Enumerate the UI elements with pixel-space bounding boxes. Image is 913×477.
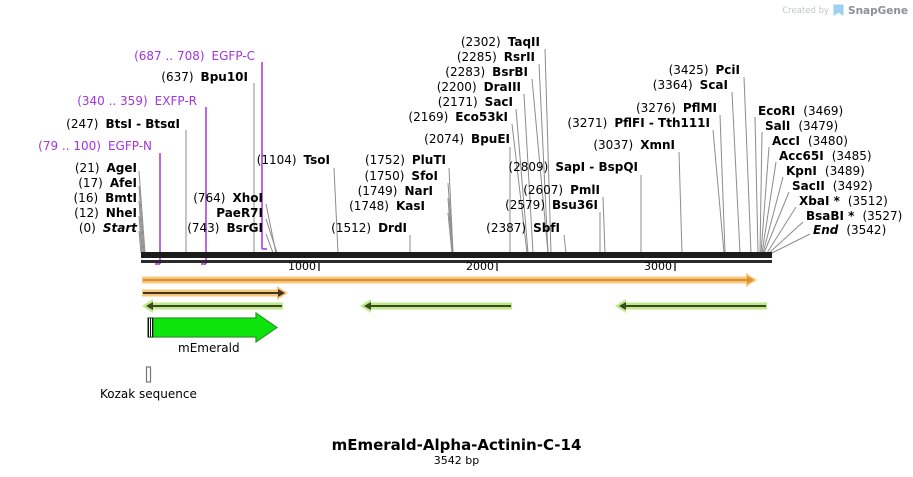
site-label-ecori[interactable]: EcoRI(3469) [758,104,844,118]
orange-arrow-full[interactable] [142,273,757,287]
site-label-bsrbi[interactable]: (2283)BsrBI [445,65,528,79]
site-label-xhoi[interactable]: (764)XhoI [193,191,263,205]
site-label-kasi[interactable]: (1748)KasI [349,199,425,213]
orange-arrow-orf[interactable] [142,286,288,300]
site-label-nari[interactable]: (1749)NarI [357,184,433,198]
site-label-scai[interactable]: (3364)ScaI [652,78,728,92]
site-label-bsrgi[interactable]: (743)BsrGI [187,221,263,235]
site-label-btsi[interactable]: (247)BtsI - BtsαI [66,117,180,131]
site-label-rsrii[interactable]: (2285)RsrII [456,50,535,64]
site-label-sbfi[interactable]: (2387)SbfI [486,221,560,235]
site-label-acci[interactable]: AccI(3480) [772,134,848,148]
ruler-ticks [318,263,676,271]
kozak-label[interactable]: Kozak sequence [100,387,197,401]
snapgene-logo-icon [833,4,844,16]
ruler-label-1000: 1000 [288,260,316,273]
primer-line-egfp-n [155,153,161,265]
site-label-sapi[interactable]: (2809)SapI - BspQI [508,160,638,174]
site-label-xbai[interactable]: XbaI *(3512) [799,194,888,208]
site-label-nhei[interactable]: (12)NheI [74,206,137,220]
site-label-pflmi[interactable]: (3276)PflMI [635,101,717,115]
map-length: 3542 bp [433,454,480,467]
map-title-block: mEmerald-Alpha-Actinin-C-14 3542 bp [0,437,913,467]
site-label-xmni[interactable]: (3037)XmnI [593,138,675,152]
site-label-sacii[interactable]: SacII(3492) [792,179,873,193]
watermark-brand: SnapGene [848,4,908,17]
ruler-label-2000: 2000 [466,260,494,273]
map-title: mEmerald-Alpha-Actinin-C-14 [331,436,582,454]
site-label-draiii[interactable]: (2200)DraIII [436,80,521,94]
green-arrow-left-3[interactable] [615,299,767,313]
primer-label-exfp-r[interactable]: (340 .. 359)EXFP-R [77,94,197,108]
site-label-saci[interactable]: (2171)SacI [437,95,513,109]
site-label-bsu36i[interactable]: (2579)Bsu36I [505,198,598,212]
site-label-bpuei[interactable]: (2074)BpuEI [424,132,510,146]
site-label-pluti[interactable]: (1752)PluTI [364,153,446,167]
primer-line-exfp-r [201,107,207,265]
site-label-paer7i[interactable]: PaeR7I [216,206,263,220]
site-label-kpni[interactable]: KpnI(3489) [786,164,865,178]
ruler-label-3000: 3000 [644,260,672,273]
site-label-eco53ki[interactable]: (2169)Eco53kI [408,110,508,124]
site-label-sfoi[interactable]: (1750)SfoI [364,169,438,183]
primer-lines[interactable] [155,62,267,265]
kozak-glyph[interactable] [145,366,152,383]
site-label-tsoi[interactable]: (1104)TsoI [256,153,330,167]
site-label-bpu10i[interactable]: (637)Bpu10I [161,70,248,84]
callout-lines [138,48,811,254]
sequence-bar[interactable] [141,252,772,263]
site-label-agei[interactable]: (21)AgeI [74,161,137,175]
site-label-bsabi[interactable]: BsaBI *(3527) [806,209,903,223]
site-label-sali[interactable]: SalI(3479) [765,119,839,133]
green-arrow-left-2[interactable] [360,299,512,313]
site-label-drdi[interactable]: (1512)DrdI [331,221,407,235]
site-label-bmti[interactable]: (16)BmtI [73,191,138,205]
primer-label-egfp-n[interactable]: (79 .. 100)EGFP-N [38,139,152,153]
green-arrow-left-1[interactable] [142,299,283,313]
cds-label-memerald[interactable]: mEmerald [178,341,240,355]
site-label-pcii[interactable]: (3425)PciI [668,63,740,77]
site-label-afei[interactable]: (17)AfeI [78,176,137,190]
site-label-pflfi[interactable]: (3271)PflFI - Tth111I [567,116,710,130]
site-label-acc65i[interactable]: Acc65I(3485) [779,149,872,163]
cds-arrow-memerald[interactable] [147,311,279,344]
watermark-created-by: Created by [782,5,830,16]
site-label-pmli[interactable]: (2607)PmlI [523,183,600,197]
site-label-end[interactable]: End(3542) [813,223,887,237]
primer-line-egfp-c [261,62,267,250]
primer-label-egfp-c[interactable]: (687 .. 708)EGFP-C [134,49,255,63]
watermark: Created by SnapGene [782,4,908,17]
site-label-start[interactable]: (0)Start [78,221,137,235]
site-label-taqii[interactable]: (2302)TaqII [460,35,540,49]
